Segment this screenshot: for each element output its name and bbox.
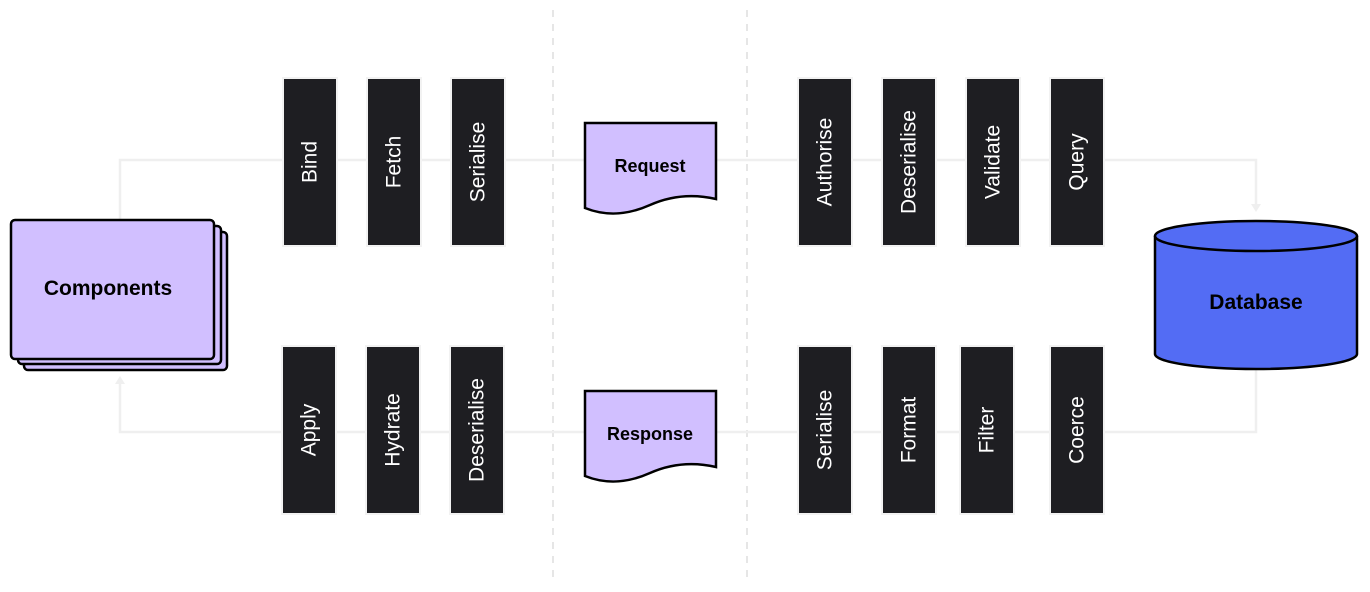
client-response-stage-label: Deserialise: [466, 378, 489, 482]
client-response-stage-hydrate[interactable]: Hydrate: [365, 345, 421, 515]
server-request-stage-label: Authorise: [814, 118, 837, 207]
request-document-shape: [583, 121, 718, 215]
server-request-stage-label: Query: [1066, 133, 1089, 191]
database-body: [1153, 236, 1359, 371]
components-card-front: [9, 218, 216, 361]
client-request-stage-label: Bind: [299, 141, 322, 183]
client-response-stages: Apply Hydrate Deserialise: [281, 345, 505, 515]
client-request-stage-box: [450, 77, 506, 247]
request-document[interactable]: Request: [583, 121, 718, 215]
client-response-stage-deserialise[interactable]: Deserialise: [449, 345, 505, 515]
server-response-stage-serialise[interactable]: Serialise: [797, 345, 853, 515]
server-request-stage-box: [797, 77, 853, 247]
client-request-stage-label: Fetch: [383, 136, 406, 189]
client-response-stage-label: Apply: [298, 403, 321, 456]
response-document[interactable]: Response: [583, 389, 718, 483]
server-response-stage-box: [797, 345, 853, 515]
server-response-stage-coerce[interactable]: Coerce: [1049, 345, 1105, 515]
server-request-stage-validate[interactable]: Validate: [965, 77, 1021, 247]
server-request-stage-box: [1049, 77, 1105, 247]
client-response-stage-box: [449, 345, 505, 515]
server-response-stage-label: Filter: [976, 407, 999, 454]
server-response-stage-filter[interactable]: Filter: [959, 345, 1015, 515]
server-request-stage-query[interactable]: Query: [1049, 77, 1105, 247]
server-request-stages: Authorise Deserialise Validate Query: [797, 77, 1105, 247]
server-request-stage-label: Deserialise: [898, 110, 921, 214]
server-request-stage-box: [965, 77, 1021, 247]
server-response-stage-box: [881, 345, 937, 515]
server-response-stages: Serialise Format Filter Coerce: [797, 345, 1105, 515]
response-document-shape: [583, 389, 718, 483]
server-request-stage-authorise[interactable]: Authorise: [797, 77, 853, 247]
database-top: [1153, 219, 1359, 253]
server-request-stage-box: [881, 77, 937, 247]
request-label: Request: [614, 156, 685, 176]
client-response-stage-box: [281, 345, 337, 515]
client-response-stage-apply[interactable]: Apply: [281, 345, 337, 515]
arrowhead-components: [115, 376, 125, 384]
server-response-stage-box: [1049, 345, 1105, 515]
client-request-stage-fetch[interactable]: Fetch: [366, 77, 422, 247]
client-request-stage-box: [366, 77, 422, 247]
server-response-stage-box: [959, 345, 1015, 515]
server-response-stage-format[interactable]: Format: [881, 345, 937, 515]
arrowhead-database: [1251, 204, 1261, 212]
database-label: Database: [1209, 291, 1302, 314]
components-label: Components: [44, 277, 172, 300]
client-request-stage-box: [282, 77, 338, 247]
server-request-stage-deserialise[interactable]: Deserialise: [881, 77, 937, 247]
client-request-stage-label: Serialise: [467, 122, 490, 203]
client-request-stage-bind[interactable]: Bind: [282, 77, 338, 247]
client-request-stage-serialise[interactable]: Serialise: [450, 77, 506, 247]
response-label: Response: [607, 424, 693, 444]
server-request-stage-label: Validate: [982, 125, 1005, 199]
components-stack[interactable]: Components: [9, 218, 229, 372]
database-cylinder[interactable]: Database: [1153, 219, 1359, 371]
client-request-stages: Bind Fetch Serialise: [282, 77, 506, 247]
server-response-stage-label: Format: [898, 397, 921, 464]
server-response-stage-label: Serialise: [814, 390, 837, 471]
server-response-stage-label: Coerce: [1066, 396, 1089, 464]
client-response-stage-box: [365, 345, 421, 515]
client-response-stage-label: Hydrate: [382, 393, 405, 467]
